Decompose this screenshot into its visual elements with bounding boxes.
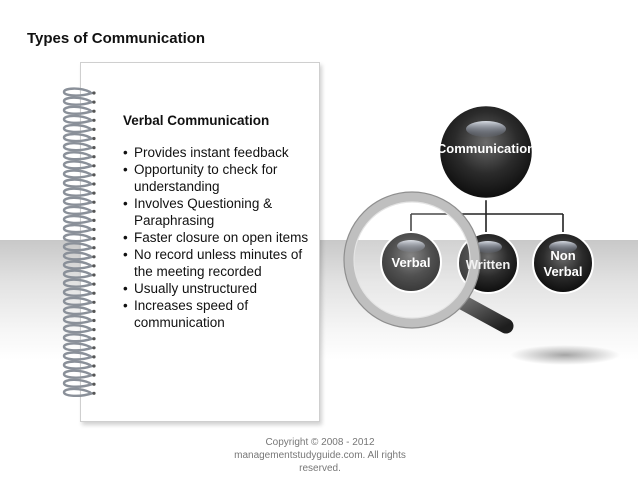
binding-hole [92,109,96,113]
spiral-ring [62,351,94,361]
spiral-ring [62,369,94,379]
spiral-ring [62,96,94,106]
binding-hole [92,291,96,295]
spiral-ring [62,169,94,179]
binding-hole [92,200,96,204]
spiral-ring [62,214,94,225]
notebook-heading: Verbal Communication [123,113,270,128]
binding-hole [92,136,96,141]
spiral-ring [62,196,94,206]
bullet-item: Opportunity to check for understanding [123,161,313,195]
spiral-ring [62,260,94,270]
bullet-item: Faster closure on open items [123,229,313,246]
copyright-notice: Copyright © 2008 - 2012 managementstudyg… [234,437,406,474]
spiral-ring [62,305,94,316]
binding-hole [92,346,96,350]
binding-hole [92,209,96,213]
spiral-ring [62,278,94,288]
spiral-ring [62,387,94,397]
binding-hole [92,282,96,286]
spiral-ring [62,87,94,97]
bullet-list: Provides instant feedback Opportunity to… [123,144,313,331]
bullet-item: Provides instant feedback [123,144,313,161]
spiral-ring [62,205,94,215]
binding-hole [92,255,96,259]
binding-hole [92,127,96,131]
spiral-ring [62,142,94,152]
binding-hole [92,191,96,195]
binding-hole [92,146,96,150]
binding-hole [92,309,96,313]
binding-hole [92,155,96,159]
binding-hole [92,100,96,104]
binding-hole [92,182,96,186]
spiral-ring [62,132,94,143]
spiral-ring [62,324,94,334]
spiral-ring [62,287,94,297]
spiral-ring [62,342,94,352]
spiral-ring [62,187,94,197]
binding-hole [92,173,96,177]
spiral-ring [62,123,94,134]
spiral-ring [62,233,94,243]
spiral-ring [62,114,94,124]
binding-hole [92,118,96,122]
spiral-ring [62,314,94,325]
bullet-item: Increases speed of communication [123,297,313,331]
spiral-ring [62,105,94,115]
slide-title: Types of Communication [27,30,206,47]
spiral-ring [62,269,94,279]
spiral-ring [62,242,94,252]
binding-hole [92,164,96,168]
binding-hole [92,273,96,277]
binding-hole [92,337,96,341]
verbal-node [380,231,442,293]
spiral-ring [62,160,94,170]
binding-hole [92,355,96,359]
written-label: Written [465,257,511,272]
binding-hole [92,364,96,368]
verbal-label: Verbal [391,255,431,270]
communication-label: Communication [436,141,536,156]
bullet-item: No record unless minutes of the meeting … [123,246,313,280]
magnifier-icon [343,191,514,334]
binding-hole [92,218,96,222]
spiral-ring [62,178,94,188]
binding-hole [92,382,96,386]
binding-hole [92,227,96,232]
notebook-content: Verbal Communication Provides instant fe… [123,112,313,331]
binding-hole [92,237,96,241]
binding-hole [92,328,96,332]
binding-hole [92,246,96,250]
binding-hole [92,373,96,377]
spiral-ring [62,360,94,370]
ground-shadow [510,345,620,365]
non-verbal-label: Non Verbal [543,248,583,279]
spiral-ring [62,223,94,234]
spiral-ring [62,251,94,261]
bullet-item: Usually unstructured [123,280,313,297]
binding-hole [92,300,96,304]
spiral-ring [62,378,94,388]
spiral-ring [62,296,94,306]
binding-hole [92,91,96,95]
communication-node [437,103,535,201]
spiral-binding-icon [62,87,96,397]
spiral-ring [62,151,94,161]
binding-hole [92,318,96,323]
connector-lines [410,196,564,232]
binding-hole [92,391,96,395]
bullet-item: Involves Questioning & Paraphrasing [123,195,313,229]
spiral-ring [62,333,94,343]
non-verbal-node [532,232,594,294]
binding-hole [92,264,96,268]
